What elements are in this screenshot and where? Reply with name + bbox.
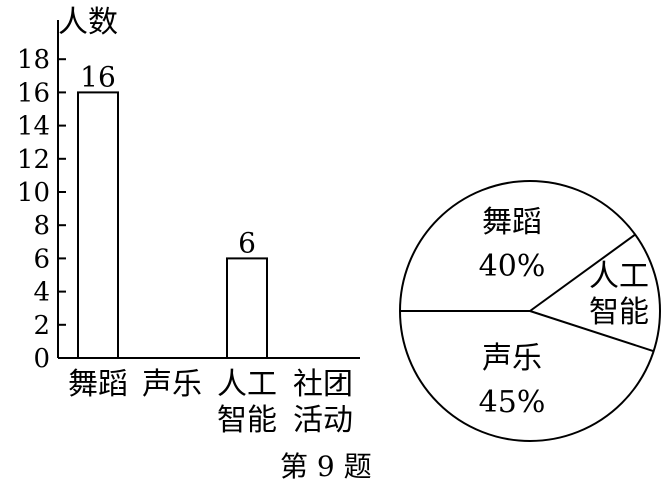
pie-slice-label: 人工 — [589, 259, 649, 294]
y-tick-label: 0 — [33, 344, 50, 374]
pie-slice-label: 声乐 — [482, 341, 542, 376]
y-tick-label: 6 — [33, 244, 50, 274]
bar-chart: 人数 024681012141618 166 舞蹈声乐人工智能社团活动 — [17, 5, 360, 438]
pie-slice-boundary — [529, 310, 654, 353]
pie-slice-label: 舞蹈 — [482, 205, 542, 240]
y-tick-label: 14 — [17, 112, 50, 142]
bars: 16 6 — [77, 60, 268, 360]
pie-slice-label: 智能 — [589, 295, 649, 330]
pie-slice-boundary — [529, 233, 636, 312]
category-label: 社团 — [293, 367, 353, 402]
y-tick-label: 10 — [17, 178, 50, 208]
y-axis-label: 人数 — [58, 5, 118, 40]
bar — [226, 257, 268, 359]
pie-slice-percent: 40% — [479, 249, 546, 284]
category-label: 人工 — [217, 367, 277, 402]
pie-slices — [400, 233, 654, 353]
y-tick-label: 8 — [33, 211, 50, 241]
bar — [77, 91, 119, 360]
y-tick-label: 2 — [33, 311, 50, 341]
y-tick-label: 16 — [17, 78, 50, 108]
pie-slice-percent: 45% — [479, 385, 546, 420]
y-tick-label: 18 — [17, 45, 50, 75]
y-tick-label: 12 — [17, 145, 50, 175]
category-label: 舞蹈 — [68, 367, 128, 402]
figure-caption: 第 9 题 — [280, 450, 372, 483]
category-label: 智能 — [217, 403, 277, 438]
bar-data-label: 6 — [238, 226, 256, 259]
category-labels: 舞蹈声乐人工智能社团活动 — [68, 367, 353, 438]
category-label: 声乐 — [142, 367, 202, 402]
y-tick-label: 4 — [33, 278, 50, 308]
category-label: 活动 — [293, 403, 353, 438]
bar-data-label: 16 — [80, 60, 116, 93]
